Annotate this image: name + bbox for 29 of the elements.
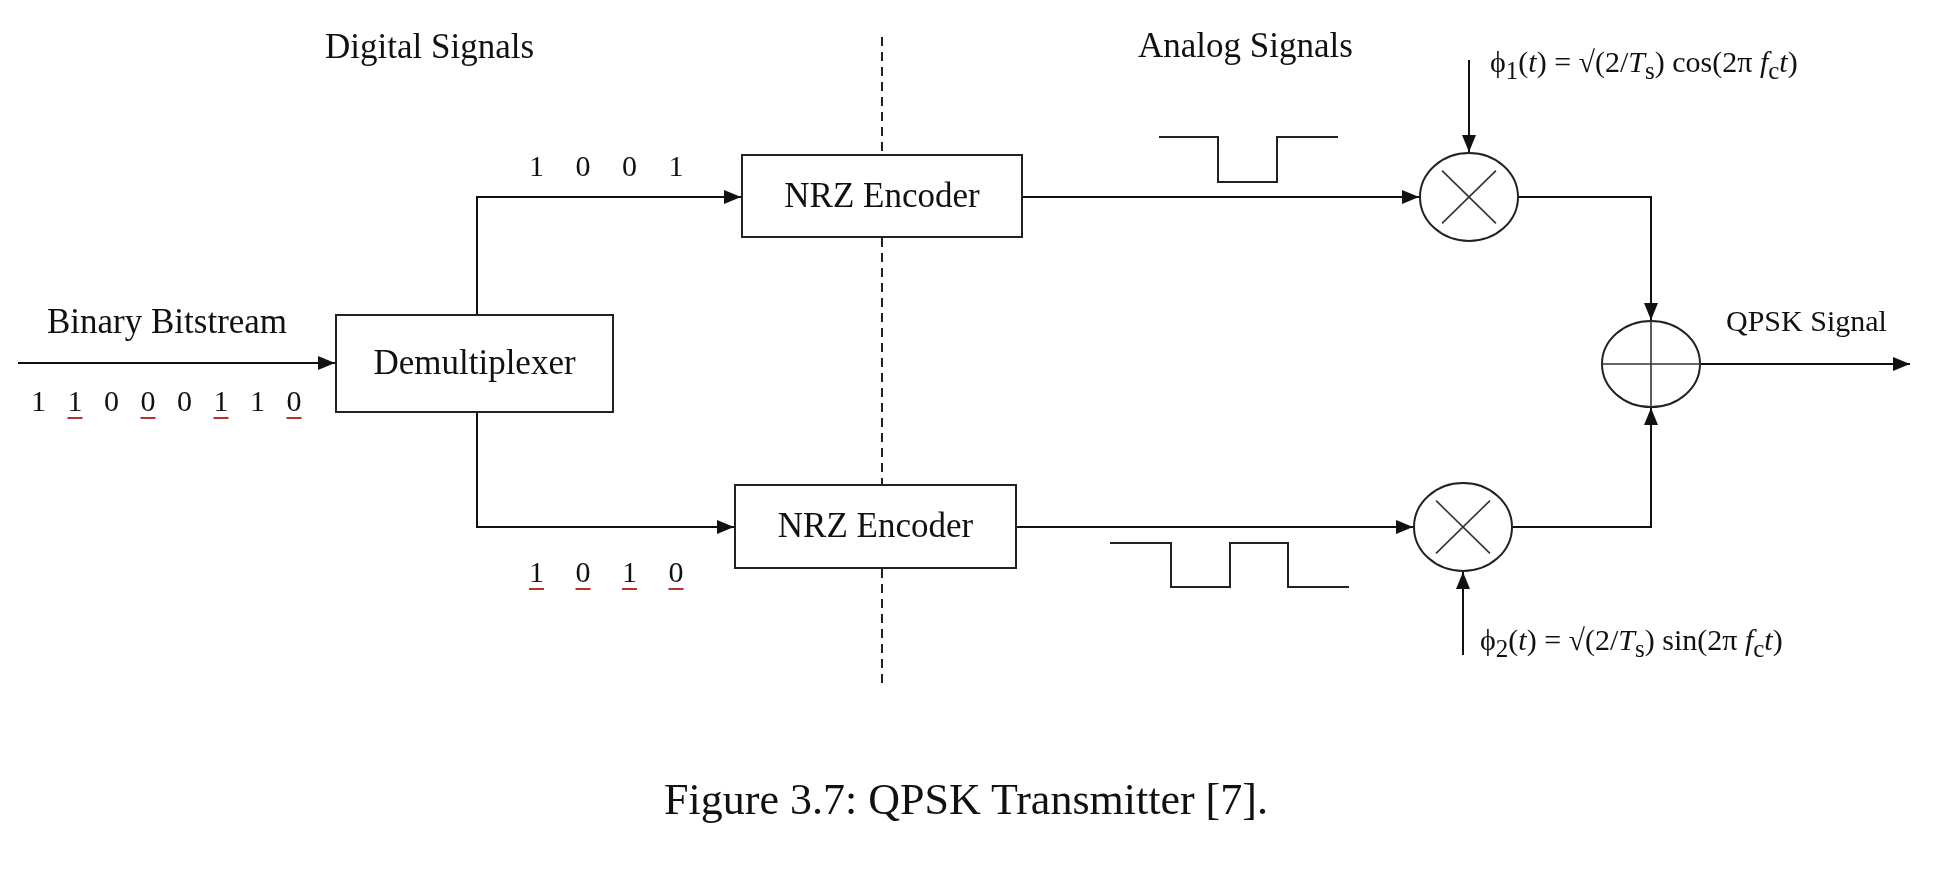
region-heading: Analog Signals bbox=[1138, 25, 1353, 67]
arrow bbox=[476, 412, 735, 534]
formula-label: ϕ$_{2}$(t) = √(2/T$_{s}$) sin(2π f$_{c}$t) bbox=[1480, 622, 1783, 664]
arrow bbox=[1512, 407, 1658, 528]
arrow bbox=[17, 356, 336, 370]
region-heading: Digital Signals bbox=[325, 26, 535, 68]
multiplier-symbol bbox=[1419, 152, 1519, 242]
arrow bbox=[476, 190, 742, 315]
edge-label: Binary Bitstream bbox=[47, 301, 288, 343]
formula-label: ϕ$_{1}$(t) = √(2/T$_{s}$) cos(2π f$_{c}$t) bbox=[1490, 44, 1798, 86]
box-label: Demultiplexer bbox=[373, 343, 576, 384]
bit-sequence: 1 1 0 0 0 1 1 0 bbox=[31, 383, 302, 419]
arrow bbox=[1700, 357, 1911, 371]
arrow bbox=[1518, 196, 1658, 321]
edge-label: QPSK Signal bbox=[1726, 303, 1887, 339]
multiplier-symbol bbox=[1413, 482, 1513, 572]
arrow bbox=[1022, 190, 1420, 204]
bit-sequence: 1 0 1 0 bbox=[529, 554, 684, 590]
process-box bbox=[734, 484, 1017, 569]
arrow bbox=[1456, 571, 1470, 656]
arrow bbox=[1016, 520, 1414, 534]
box-label: NRZ Encoder bbox=[777, 506, 974, 547]
bit-sequence: 1 0 0 1 bbox=[529, 148, 684, 184]
box-label: NRZ Encoder bbox=[784, 175, 980, 217]
figure-caption: Figure 3.7: QPSK Transmitter [7]. bbox=[664, 773, 1268, 826]
process-box bbox=[741, 154, 1023, 238]
process-box bbox=[335, 314, 614, 413]
summing-junction bbox=[1601, 320, 1701, 408]
arrow bbox=[1462, 59, 1476, 153]
